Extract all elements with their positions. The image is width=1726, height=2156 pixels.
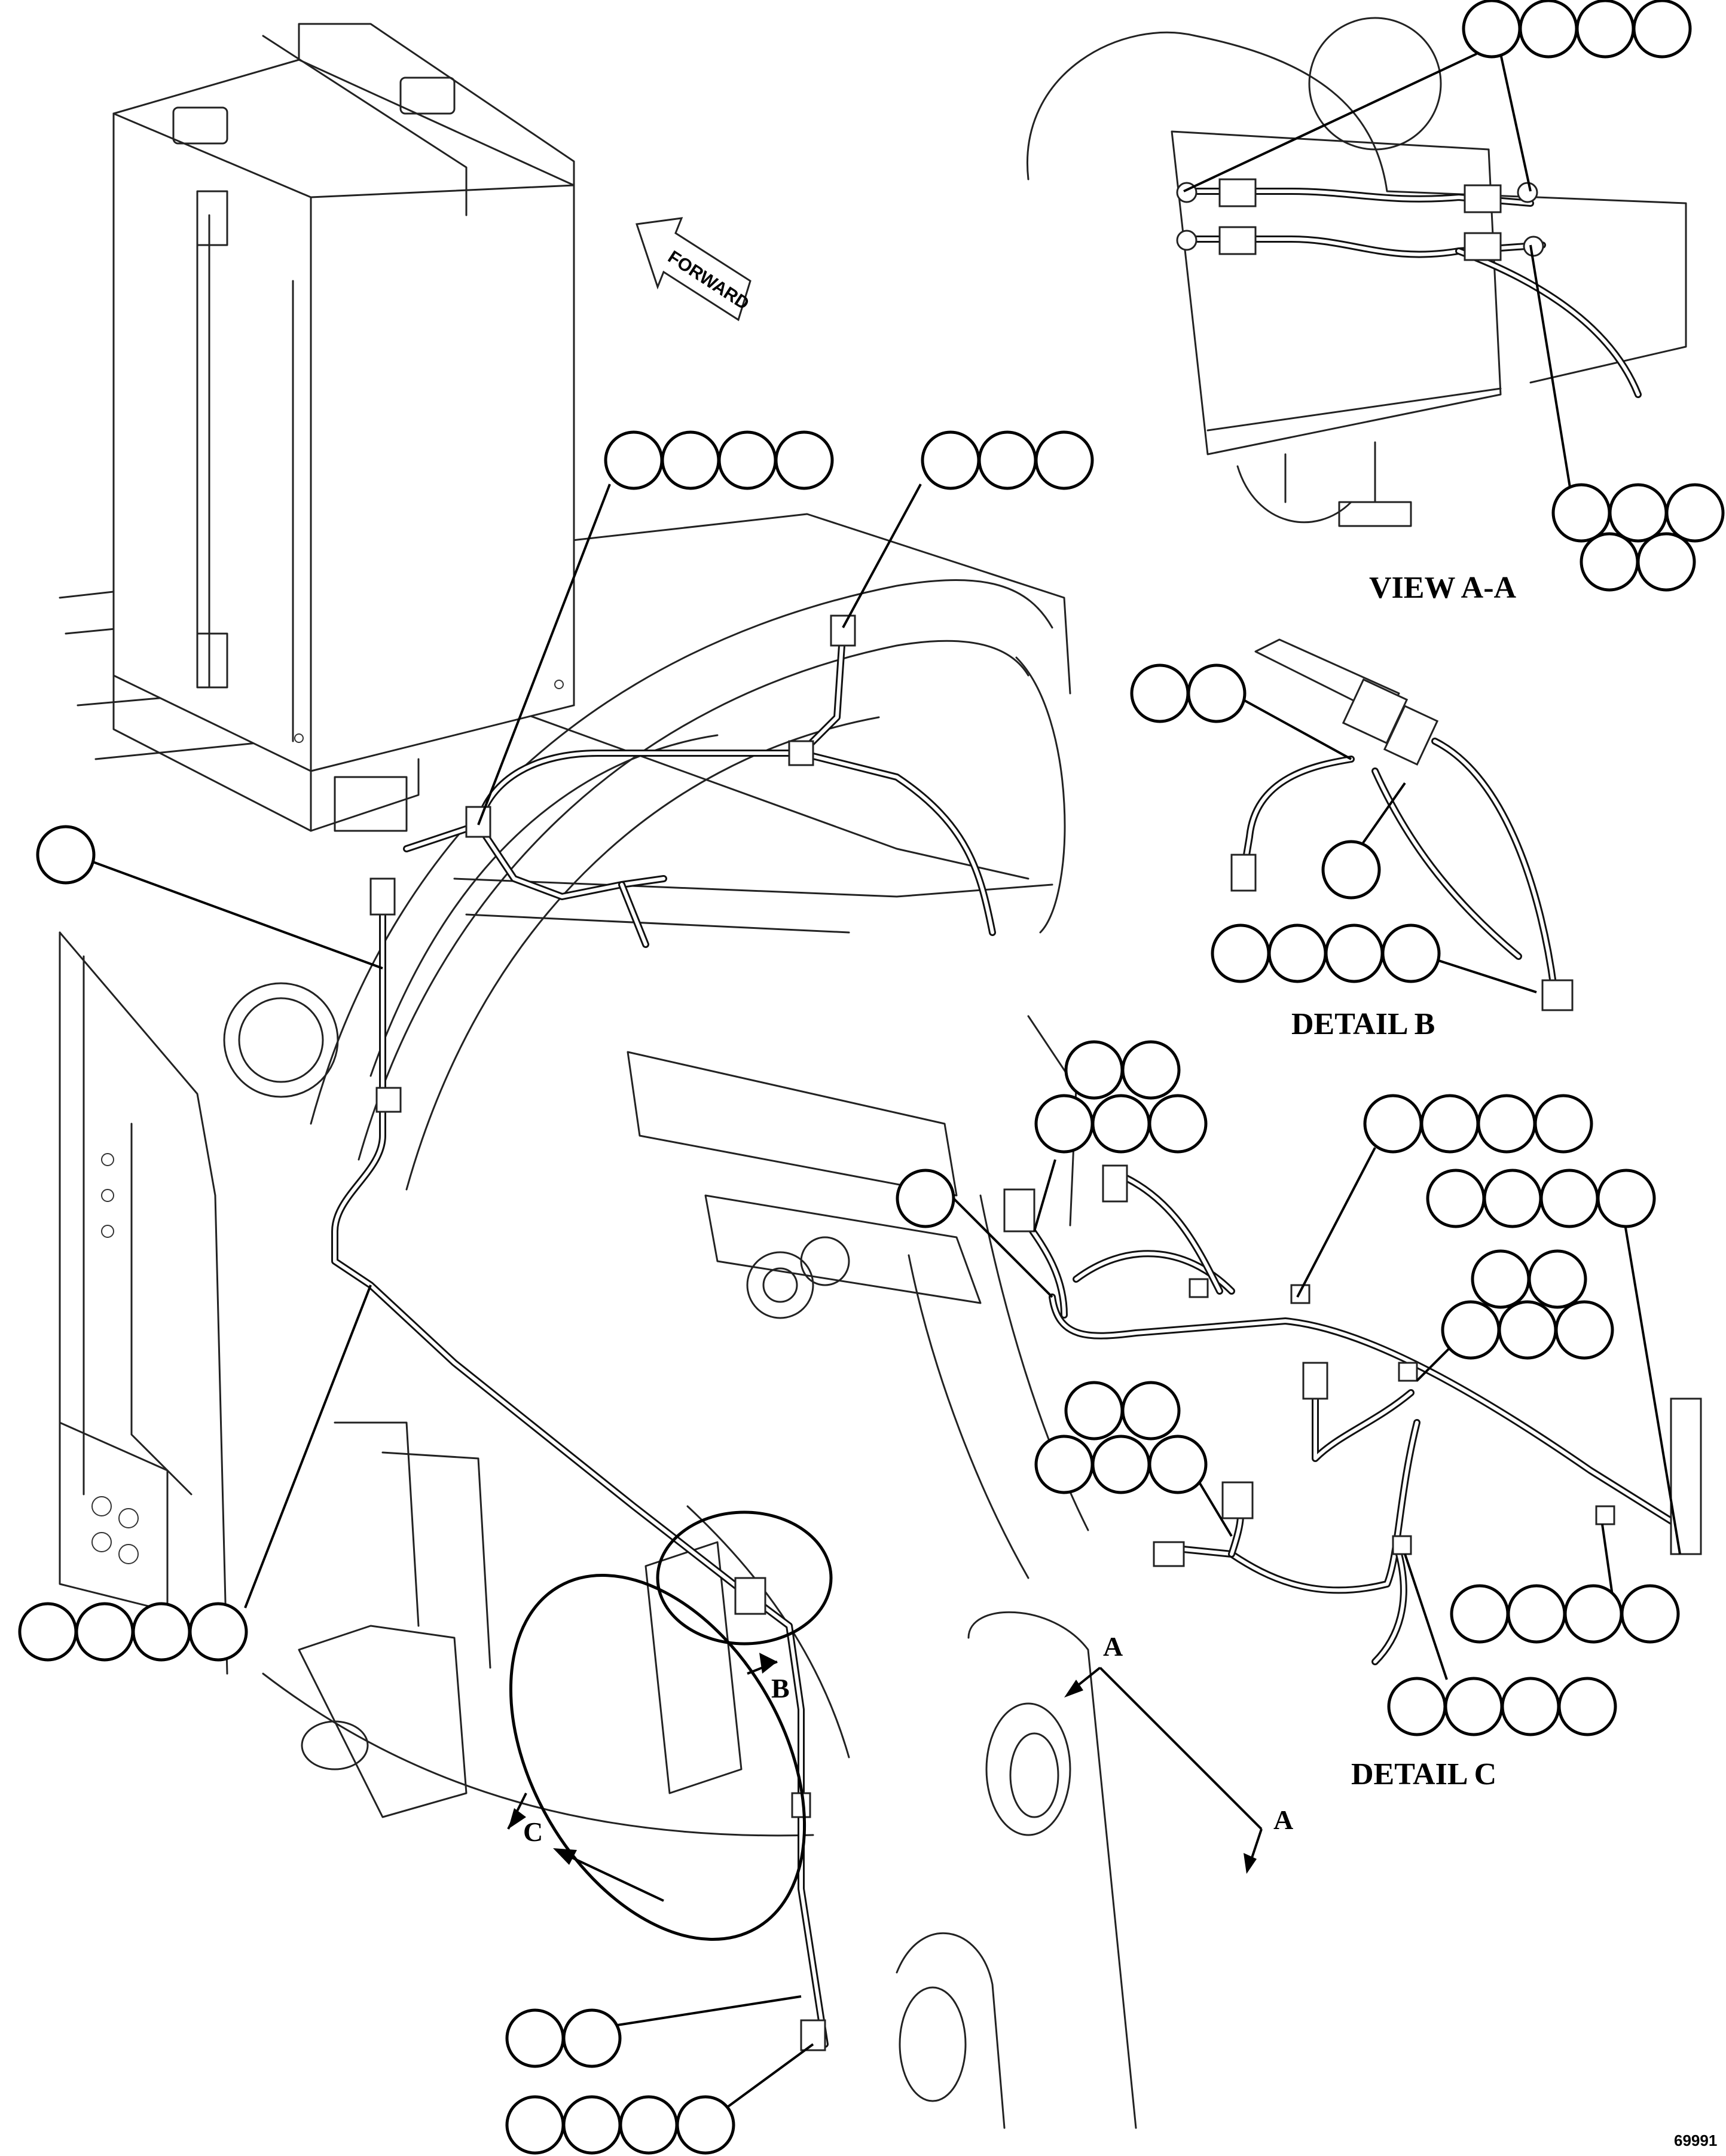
balloon: [1563, 1584, 1623, 1644]
balloon: [1620, 1584, 1680, 1644]
balloon: [1034, 1094, 1094, 1154]
balloon: [1608, 483, 1668, 543]
balloon: [1551, 483, 1611, 543]
balloon: [1121, 1381, 1181, 1441]
forward-arrow: FORWARD: [636, 217, 753, 322]
balloon: [604, 430, 664, 490]
balloon: [1665, 483, 1725, 543]
detail-b-label: DETAIL B: [1291, 1007, 1435, 1041]
balloon: [1528, 1249, 1587, 1309]
balloon: [921, 430, 980, 490]
balloon: [717, 430, 777, 490]
callout-balloons: [18, 0, 1725, 2155]
balloon: [1034, 1435, 1094, 1494]
balloon: [1557, 1677, 1617, 1736]
balloon: [1596, 1169, 1656, 1228]
detail-c-callout-ring: [509, 1574, 807, 1941]
balloon: [1387, 1677, 1447, 1736]
balloon: [1363, 1094, 1423, 1154]
balloon: [896, 1169, 955, 1228]
balloon: [1130, 663, 1190, 723]
main-leaders: [89, 484, 922, 2111]
balloon: [1533, 1094, 1593, 1154]
balloon: [1091, 1435, 1151, 1494]
balloon: [1267, 923, 1327, 983]
balloon: [1450, 1584, 1510, 1644]
balloon: [1575, 0, 1635, 59]
detail-c-callout-letter: C: [523, 1816, 543, 1847]
balloon: [1148, 1435, 1208, 1494]
balloon: [676, 2095, 735, 2155]
detail-c-drawing: [949, 1147, 1702, 1680]
balloon: [1441, 1300, 1501, 1360]
balloon: [1483, 1169, 1542, 1228]
detail-c-label: DETAIL C: [1351, 1757, 1496, 1791]
balloon: [1064, 1040, 1124, 1100]
balloon: [1121, 1040, 1181, 1100]
balloon: [188, 1602, 248, 1662]
balloon: [1498, 1300, 1557, 1360]
balloon: [36, 825, 96, 885]
balloon: [1321, 840, 1381, 900]
balloon: [505, 2095, 565, 2155]
balloon: [562, 2095, 622, 2155]
balloon: [774, 430, 834, 490]
detail-b-callout-letter: B: [771, 1673, 790, 1704]
balloon: [505, 2008, 565, 2068]
figure-number: 69991: [1674, 2131, 1717, 2149]
detail-b-callout-ring: [656, 1510, 833, 1646]
balloon: [75, 1602, 135, 1662]
balloon: [1539, 1169, 1599, 1228]
main-harness: [331, 614, 996, 2051]
balloon: [1148, 1094, 1208, 1154]
balloon: [1632, 0, 1692, 59]
balloon: [1554, 1300, 1614, 1360]
balloon: [1324, 923, 1384, 983]
balloon: [1501, 1677, 1560, 1736]
balloon: [18, 1602, 78, 1662]
view-aa-drawing: [1027, 17, 1687, 527]
detail-b-drawing: [1230, 638, 1574, 1011]
balloon: [1426, 1169, 1486, 1228]
section-a-top-letter: A: [1103, 1631, 1123, 1662]
balloon: [661, 430, 720, 490]
balloon: [1519, 0, 1578, 59]
balloon: [1211, 923, 1270, 983]
electrical-cabinet: [112, 23, 575, 832]
balloon: [1381, 923, 1441, 983]
balloon: [1477, 1094, 1536, 1154]
balloon: [1187, 663, 1247, 723]
balloon: [977, 430, 1037, 490]
balloon: [1034, 430, 1094, 490]
balloon: [132, 1602, 191, 1662]
balloon: [562, 2008, 622, 2068]
balloon: [1636, 532, 1696, 592]
section-line-aa: A A: [1064, 1631, 1293, 1874]
section-a-bottom-letter: A: [1273, 1805, 1293, 1835]
balloon: [1507, 1584, 1566, 1644]
balloon: [1064, 1381, 1124, 1441]
balloon: [1444, 1677, 1504, 1736]
balloon: [1462, 0, 1522, 59]
balloon: [1420, 1094, 1480, 1154]
view-aa-label: VIEW A-A: [1369, 571, 1517, 605]
balloon: [1471, 1249, 1531, 1309]
balloon: [619, 2095, 679, 2155]
balloon: [1091, 1094, 1151, 1154]
balloon: [1580, 532, 1639, 592]
